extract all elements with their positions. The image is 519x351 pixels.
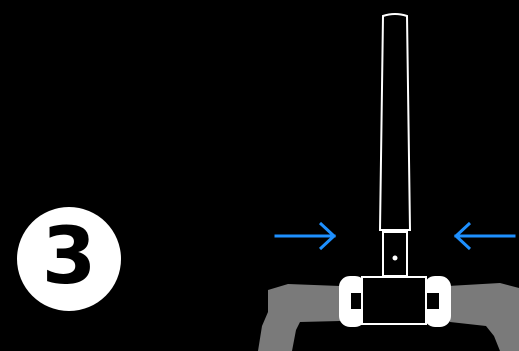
mount-base-icon: [258, 283, 519, 351]
step-number-badge: 3: [17, 207, 121, 311]
arrow-right-icon: [274, 221, 337, 251]
handle-tool-icon: [339, 13, 451, 327]
arrow-left-icon: [453, 221, 516, 251]
step-number: 3: [41, 212, 97, 302]
